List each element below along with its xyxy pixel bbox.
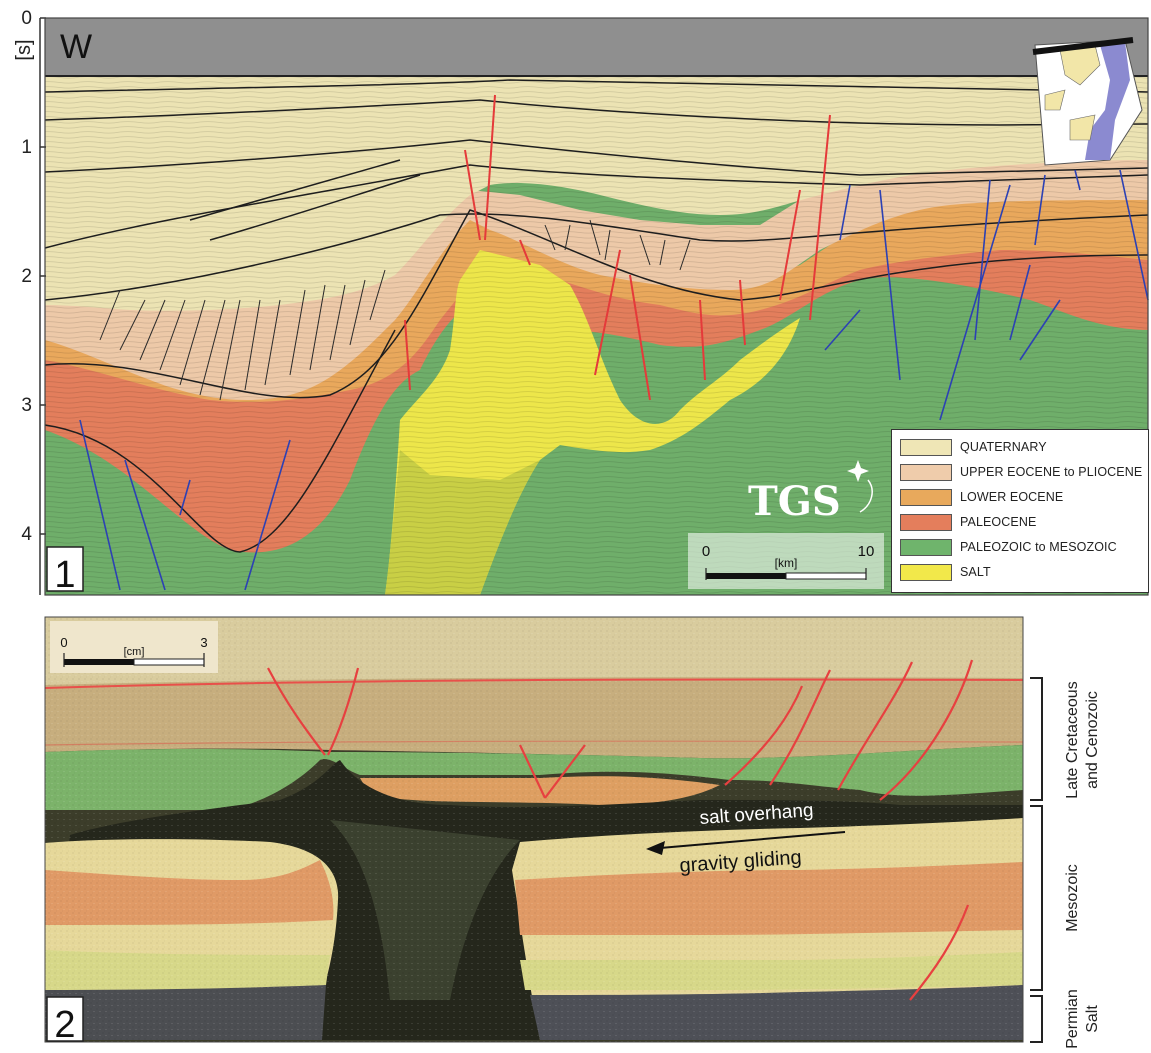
legend-swatch	[900, 488, 952, 506]
axis-tick-3: 3	[21, 395, 32, 416]
legend-item-upper-eocene: UPPER EOCENE to PLIOCENE	[900, 461, 1142, 483]
gravity-gliding-arrow	[646, 831, 846, 855]
panel-1-number-box	[46, 546, 84, 592]
axis-tick-2: 2	[21, 266, 32, 287]
bracket-permian-line-2: Salt	[1084, 1005, 1101, 1033]
legend-label: LOWER EOCENE	[960, 490, 1064, 504]
legend-swatch	[900, 513, 952, 531]
bracket-mesozoic: Mesozoic	[1064, 864, 1081, 932]
axis-unit-label: [s]	[13, 39, 35, 60]
axis-tick-1: 1	[21, 137, 32, 158]
cm-scale-start: 0	[60, 635, 67, 650]
legend-label: SALT	[960, 565, 991, 579]
legend-item-paleozoic-mesozoic: PALEOZOIC to MESOZOIC	[900, 536, 1117, 558]
legend-swatch	[900, 538, 952, 556]
inset-location-map	[1032, 37, 1143, 166]
legend-swatch	[900, 438, 952, 456]
bracket-permian-line-1: Permian	[1064, 989, 1081, 1049]
km-scale-start: 0	[702, 543, 710, 560]
depth-axis	[39, 17, 46, 595]
stratigraphy-brackets	[1030, 677, 1043, 1043]
legend-label: QUATERNARY	[960, 440, 1047, 454]
km-scale-unit: [km]	[775, 556, 798, 570]
bracket-late-cretaceous-line-2: and Cenozoic	[1084, 691, 1101, 789]
legend-item-paleocene: PALEOCENE	[900, 511, 1036, 533]
axis-tick-0: 0	[21, 8, 32, 29]
legend-label: PALEOCENE	[960, 515, 1037, 529]
water-column	[45, 18, 1148, 76]
legend-label: PALEOZOIC to MESOZOIC	[960, 540, 1117, 554]
bracket-late-cretaceous-line-1: Late Cretaceous	[1064, 681, 1081, 798]
panel-2-number-box	[46, 996, 84, 1042]
model-faults	[267, 659, 974, 1001]
legend-item-salt: SALT	[900, 561, 991, 583]
cm-scale-end: 3	[200, 635, 207, 650]
tgs-logo: TGS	[748, 478, 841, 525]
growth-faults	[99, 219, 691, 401]
direction-label: W	[60, 28, 92, 66]
legend-swatch	[900, 563, 952, 581]
legend-swatch	[900, 463, 952, 481]
cm-scale-unit: [cm]	[124, 646, 145, 658]
legend-item-lower-eocene: LOWER EOCENE	[900, 486, 1063, 508]
blue-faults	[79, 169, 1149, 591]
cm-scale-bar	[50, 621, 218, 673]
horizon-lines	[44, 79, 1149, 553]
panel-2-analogue-model	[44, 616, 1024, 1043]
panel-1-number: 1	[54, 554, 75, 596]
red-faults	[404, 94, 831, 401]
km-scale-bar	[688, 533, 884, 589]
axis-tick-4: 4	[21, 524, 32, 545]
legend-item-quaternary: QUATERNARY	[900, 436, 1047, 458]
legend: QUATERNARY UPPER EOCENE to PLIOCENE LOWE…	[891, 429, 1149, 593]
tgs-sparkle-icon	[847, 460, 873, 513]
km-scale-end: 10	[858, 543, 875, 560]
legend-label: UPPER EOCENE to PLIOCENE	[960, 465, 1143, 479]
panel-2-number: 2	[54, 1004, 75, 1046]
